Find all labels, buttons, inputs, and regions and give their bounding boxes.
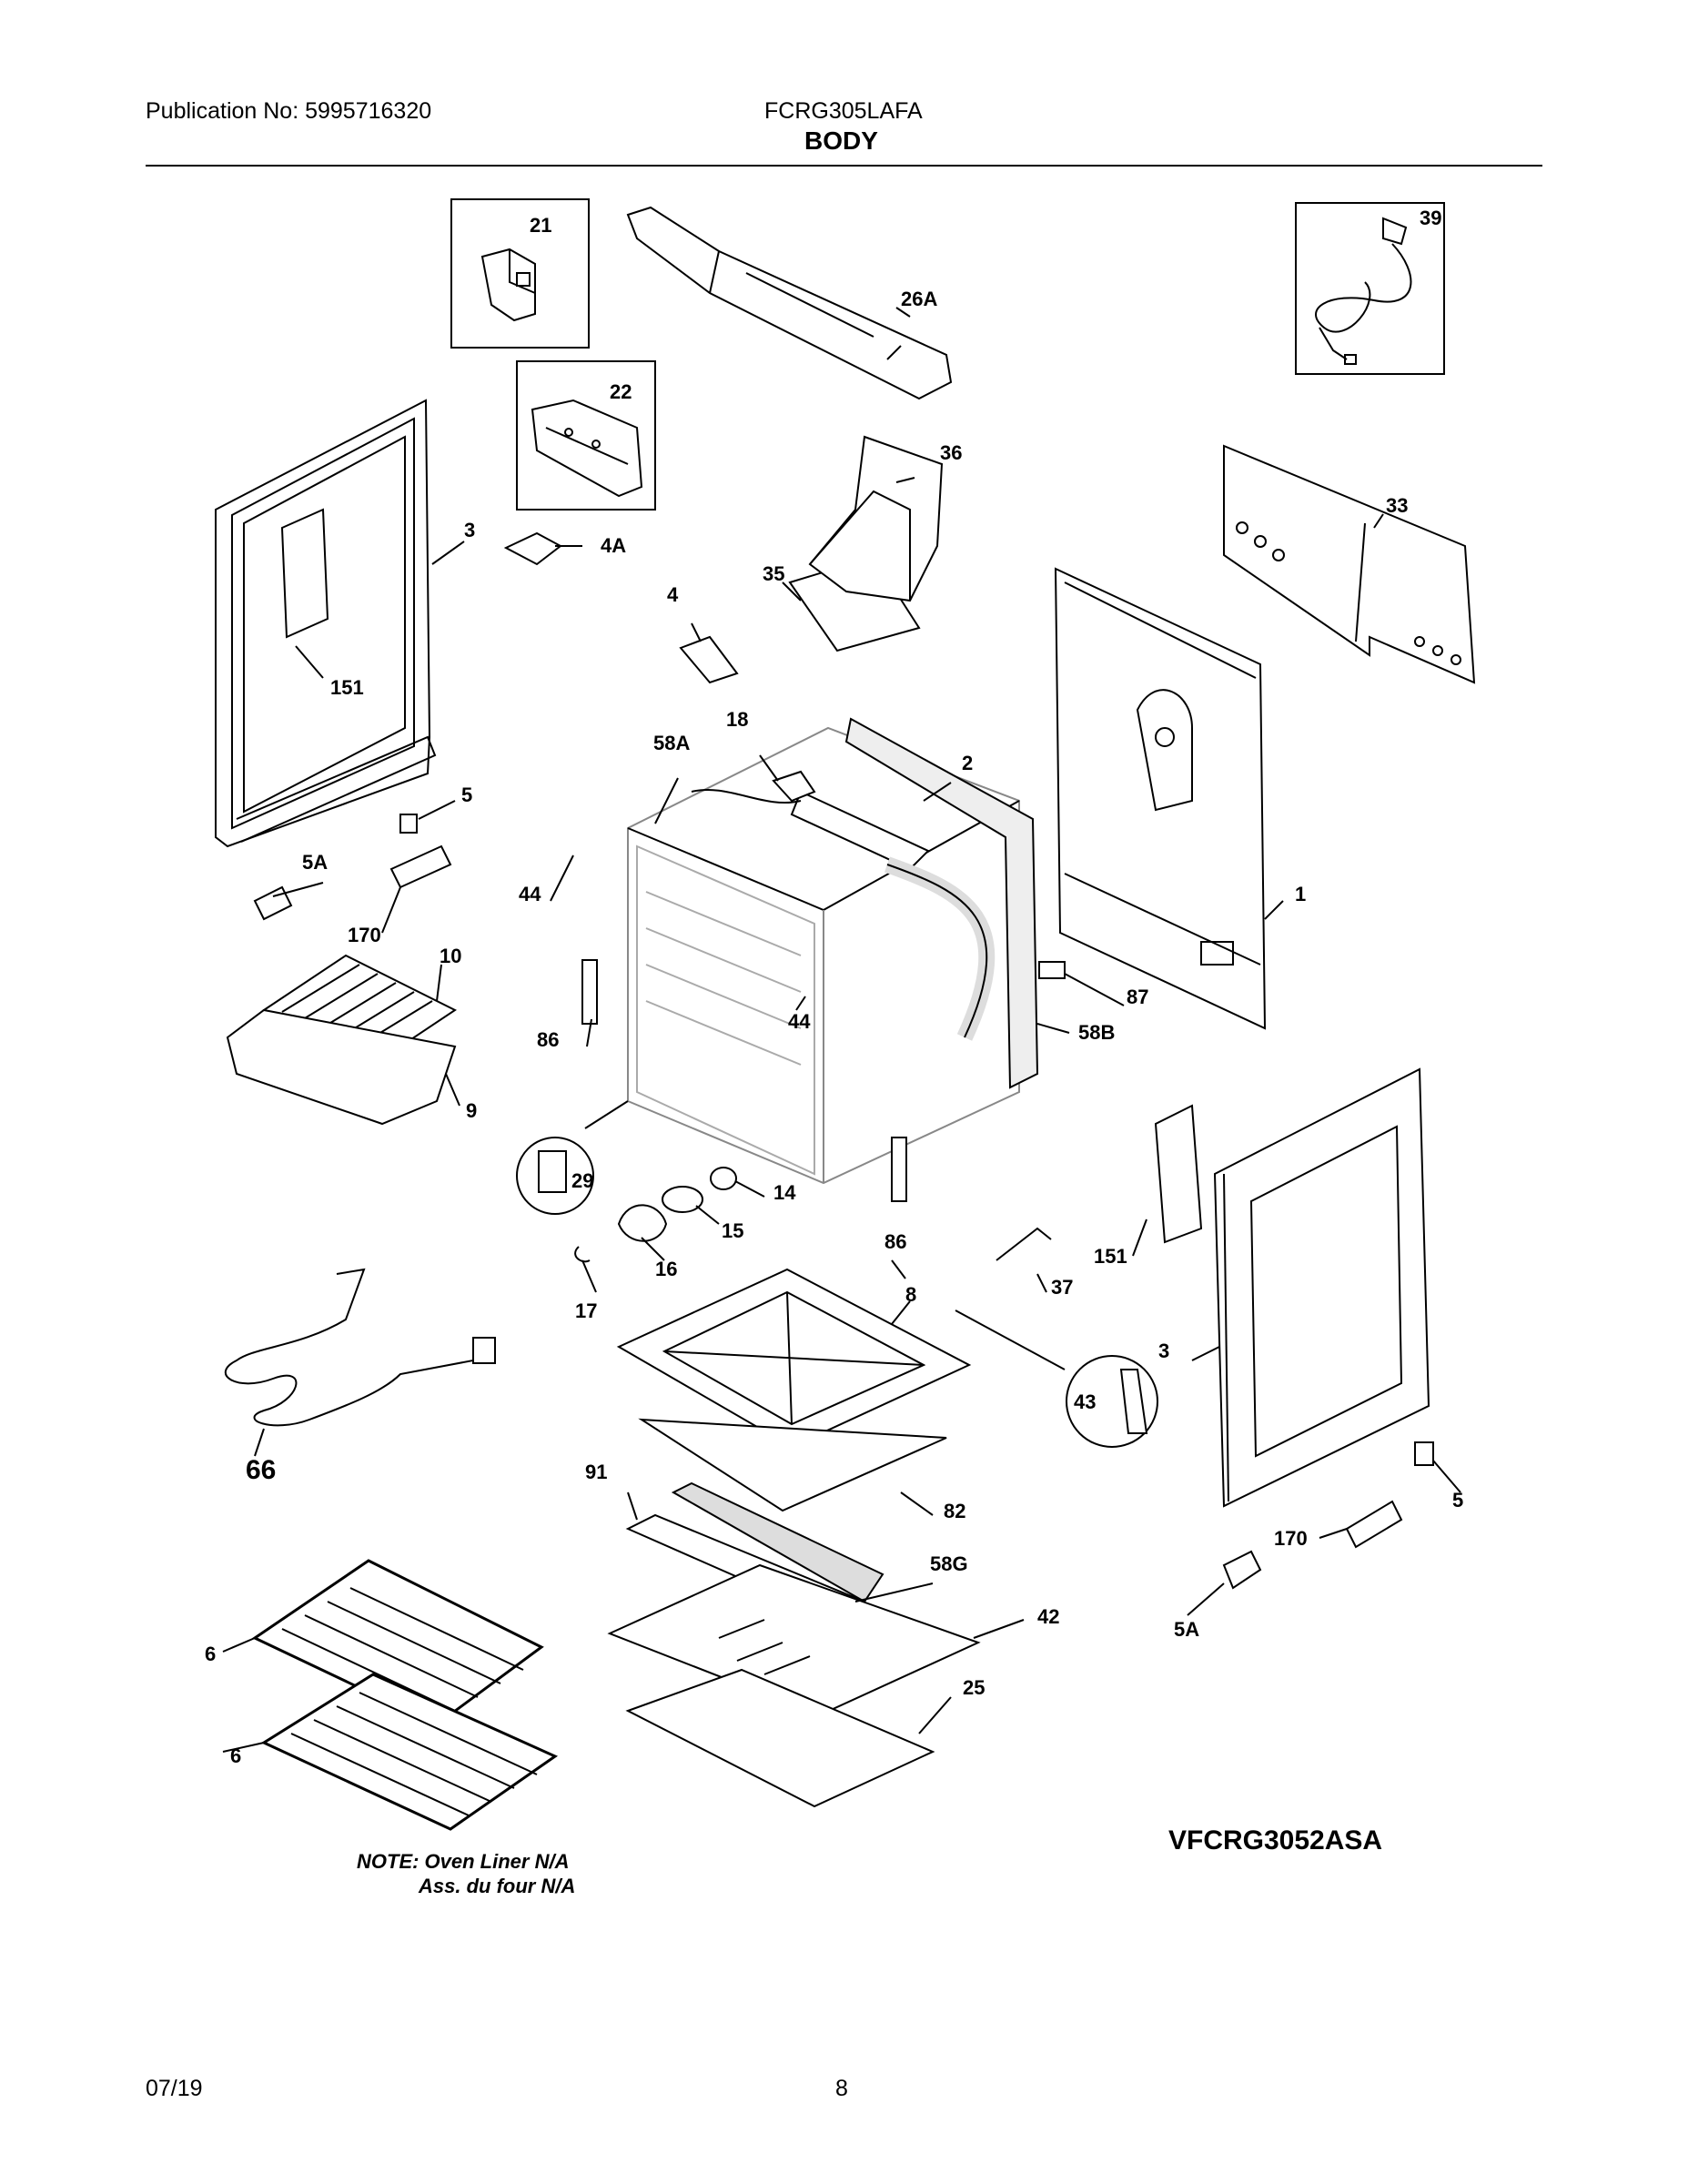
callout-label: 9 [466, 1099, 477, 1122]
callout-label: 1 [1295, 883, 1306, 905]
callout-label: 5A [302, 851, 328, 874]
callout-label: 6 [205, 1643, 216, 1665]
callout-label: 5A [1174, 1618, 1199, 1641]
part-flue-36 [808, 435, 944, 602]
part-170-right [1345, 1500, 1403, 1549]
part-86-right [891, 1137, 907, 1202]
callout-label: 66 [246, 1455, 276, 1485]
callout-label: 36 [940, 441, 962, 464]
callout-label: 33 [1386, 494, 1408, 517]
part-broil-pan-9 [226, 1008, 457, 1126]
callout-label: 25 [963, 1676, 985, 1699]
part-86-left [581, 959, 598, 1025]
callout-label: 29 [571, 1169, 593, 1192]
variant-model-label: VFCRG3052ASA [1168, 1825, 1383, 1855]
callout-label: 91 [585, 1461, 607, 1483]
part-5-right [1414, 1441, 1434, 1466]
section-title: BODY [804, 126, 878, 155]
callout-label: 8 [905, 1283, 916, 1306]
callout-label: 14 [773, 1181, 796, 1204]
callout-label: 170 [348, 924, 381, 946]
note-line-1: NOTE: Oven Liner N/A [357, 1850, 570, 1873]
callout-label: 26A [901, 288, 937, 310]
inset-box-39 [1295, 202, 1445, 375]
callout-label: 4 [667, 583, 679, 606]
callout-label: 151 [330, 676, 364, 699]
part-16 [617, 1204, 668, 1242]
part-back-panel-1 [1054, 567, 1267, 1030]
part-oven-rack-6-lower [260, 1673, 559, 1831]
callout-label: 5 [1452, 1489, 1463, 1512]
callout-label: 3 [1158, 1340, 1169, 1362]
note-line-2: Ass. du four N/A [419, 1875, 576, 1897]
callout-label: 17 [575, 1299, 597, 1322]
callout-label: 82 [944, 1500, 965, 1522]
inset-box-21 [450, 198, 590, 349]
part-bake-element-66 [224, 1268, 496, 1427]
model-number: FCRG305LAFA [764, 98, 923, 124]
callout-label: 22 [610, 380, 632, 403]
part-bracket-4 [679, 635, 739, 684]
part-18 [772, 770, 816, 803]
inset-box-22 [516, 360, 656, 511]
header-rule [146, 165, 1542, 167]
part-82 [638, 1418, 947, 1512]
callout-label: 16 [655, 1258, 677, 1280]
part-5A-left [253, 885, 293, 921]
part-clip-4A [503, 531, 562, 566]
callout-label: 2 [962, 752, 973, 774]
callout-label: 42 [1037, 1605, 1059, 1628]
part-14 [710, 1167, 737, 1190]
part-87 [1038, 961, 1066, 979]
page-number: 8 [835, 2076, 848, 2101]
part-side-panel-left-3 [215, 399, 437, 848]
part-170-left [389, 844, 452, 889]
part-oven-bottom-8 [616, 1268, 972, 1449]
callout-label: 37 [1051, 1276, 1073, 1299]
callout-label: 86 [884, 1230, 906, 1253]
part-side-panel-right-3 [1213, 1067, 1430, 1508]
callout-label: 15 [722, 1219, 743, 1242]
publication-number: Publication No: 5995716320 [146, 98, 432, 124]
callout-label: 10 [440, 945, 461, 967]
part-5A-right [1222, 1550, 1262, 1590]
footer-date: 07/19 [146, 2076, 203, 2101]
part-rear-panel-33 [1223, 444, 1476, 684]
part-15 [662, 1186, 703, 1213]
part-37 [996, 1227, 1052, 1261]
part-5-left [399, 814, 418, 834]
callout-label: 44 [788, 1010, 811, 1033]
callout-label: 58A [653, 732, 690, 754]
callout-label: 3 [464, 519, 475, 541]
callout-label: 21 [530, 214, 551, 237]
part-bracket-26A [626, 206, 953, 400]
part-clip-21 [480, 248, 536, 322]
callout-label: 86 [537, 1028, 559, 1051]
part-17 [574, 1246, 591, 1263]
part-bracket-22 [531, 399, 643, 498]
part-25 [625, 1668, 935, 1808]
callout-label: 35 [763, 562, 784, 585]
callout-label: 87 [1127, 986, 1148, 1008]
callout-label: 18 [726, 708, 748, 731]
part-oven-cavity-58A [627, 717, 1039, 1185]
part-power-cord-39 [1315, 217, 1412, 365]
callout-label: 58G [930, 1552, 968, 1575]
callout-label: 4A [601, 534, 626, 557]
callout-label: 5 [461, 784, 472, 806]
callout-label: 170 [1274, 1527, 1308, 1550]
part-151-right [1154, 1104, 1203, 1244]
callout-label: 151 [1094, 1245, 1127, 1268]
callout-label: 58B [1078, 1021, 1115, 1044]
callout-label: 39 [1420, 207, 1441, 229]
callout-label: 43 [1074, 1390, 1096, 1413]
callout-label: 6 [230, 1744, 241, 1767]
callout-label: 44 [519, 883, 541, 905]
